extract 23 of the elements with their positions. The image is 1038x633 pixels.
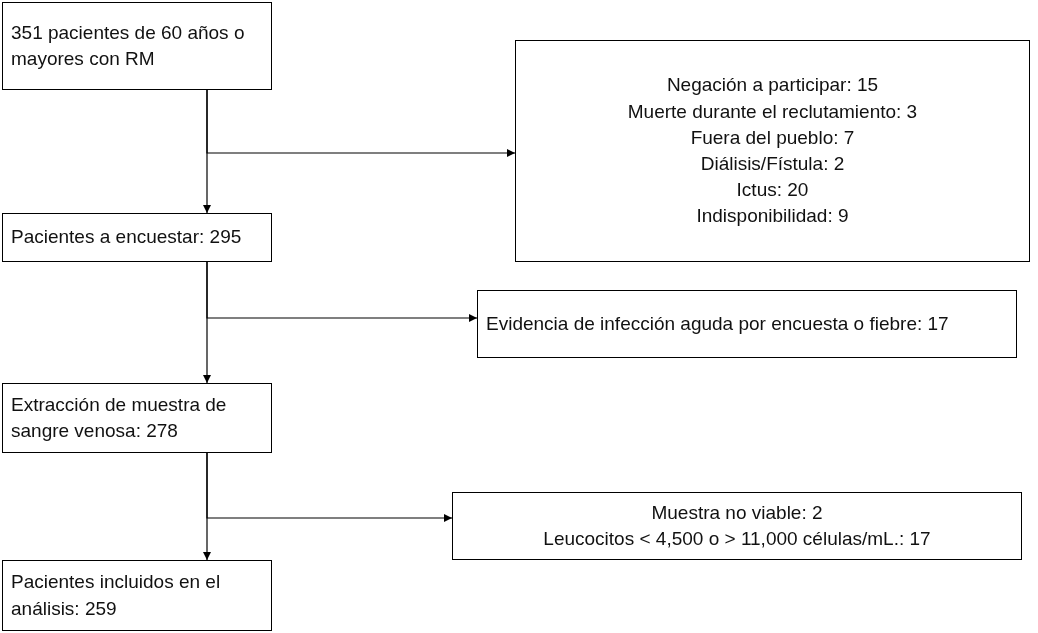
box-text: Pacientes a encuestar: 295	[11, 225, 242, 250]
arrow	[206, 261, 478, 322]
box-text: Pacientes incluidos en el análisis: 259	[11, 570, 222, 621]
process-box	[477, 290, 1017, 358]
arrow	[206, 452, 453, 522]
arrow	[206, 89, 516, 157]
box-text: Muestra no viable: 2	[651, 500, 823, 525]
process-box	[452, 492, 1022, 560]
box-text: Indisponibilidad: 9	[696, 204, 849, 229]
box-text: Leucocitos < 4,500 o > 11,000 células/mL.: 17	[543, 527, 931, 551]
box-text: Negación a participar: 15	[666, 73, 879, 98]
process-box	[2, 2, 272, 90]
box-text: Ictus: 20	[736, 178, 809, 203]
box-text: Diálisis/Fístula: 2	[700, 152, 845, 176]
process-box	[2, 383, 272, 453]
process-box	[2, 560, 272, 631]
box-text: Fuera del pueblo: 7	[690, 125, 855, 150]
process-box	[2, 213, 272, 262]
box-text: Evidencia de infección aguda por encuesta o fiebre: 17	[486, 311, 949, 336]
box-text: Muerte durante el reclutamiento: 3	[627, 99, 918, 124]
process-box	[515, 40, 1030, 262]
box-text: Extracción de muestra de sangre venosa: 278	[11, 392, 228, 443]
box-text: 351 pacientes de 60 años o mayores con RM	[11, 20, 246, 71]
